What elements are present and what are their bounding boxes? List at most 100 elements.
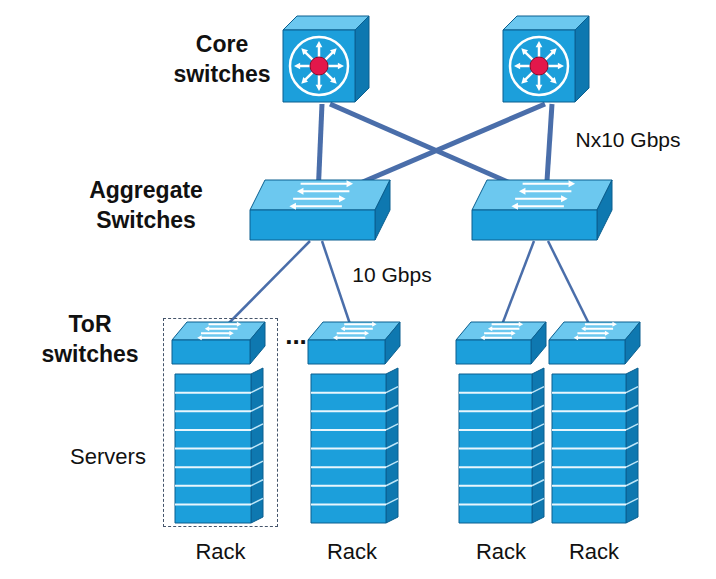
arrow-head [333,335,337,340]
router-ring [290,37,348,95]
rack-front [459,374,532,523]
icon-side [385,322,400,364]
arrow-shaft [336,337,365,339]
icon-front [503,30,575,102]
arrow-shaft [293,198,341,200]
arrow-head [301,48,308,55]
arrow-head [561,195,568,202]
core-switch-icon [503,16,589,102]
server-slot [552,410,626,412]
arrow-shaft [201,332,231,334]
icon-top [549,322,640,340]
server-slot-side [532,443,544,449]
rack-front [311,374,386,523]
server-slot-side [386,443,398,449]
access-link [500,241,534,330]
arrow-shaft [515,198,563,200]
arrow-head [514,63,520,70]
arrow-head [297,188,304,195]
arrow-shaft [209,323,239,325]
tier-label: ToR switches [30,310,150,370]
arrow-shaft [344,323,373,325]
server-slot [459,466,532,468]
server-slot [459,392,532,394]
rack-outline [163,318,278,527]
arrow-head [289,203,296,210]
ellipsis-mark: ... [285,319,307,353]
rack-node: Rack [545,318,643,565]
server-slot [311,410,386,412]
arrow-head [301,77,308,84]
access-link [322,241,352,330]
tor-switch-icon [308,322,400,364]
arrow-shaft [208,328,238,330]
access-link [222,241,310,330]
server-slot [459,410,532,412]
arrow-head [316,41,323,47]
server-slot [175,410,251,412]
server-slot-side [386,405,398,411]
arrow-head [581,326,585,331]
server-slot-side [626,424,638,430]
arrow-shaft [294,205,342,207]
router-core-dot [310,57,328,75]
arrow-head [316,85,323,91]
server-slot-side [626,498,638,504]
icon-front [172,340,250,364]
aggregate-switch-icon [472,180,612,240]
server-slot [459,503,532,505]
server-slot [311,429,386,431]
arrow-shaft [523,183,571,185]
icon-side [250,322,265,364]
rack-outline [545,318,643,527]
arrow-head [519,322,523,327]
arrow-head [372,322,376,327]
arrow-head [338,63,344,70]
icon-top [283,16,369,30]
arrow-head [519,188,526,195]
rack-label: Rack [163,539,278,565]
access-link [548,241,592,330]
arrow-head [612,322,616,327]
arrow-head [340,326,344,331]
server-slot-side [626,480,638,486]
rack-label: Rack [302,539,402,565]
arrow-shaft [584,328,613,330]
server-slot-side [532,498,544,504]
server-slot-side [386,498,398,504]
icon-front [308,340,385,364]
arrow-head [558,63,564,70]
arrow-head [574,335,578,340]
bandwidth-label: 10 Gbps [350,261,433,288]
arrow-head [205,326,209,331]
rack-front [552,374,626,523]
arrow-head [347,180,354,187]
icon-side [597,180,612,240]
router-ring [510,37,568,95]
server-slot [459,429,532,431]
server-slot-side [626,387,638,393]
rack-label: Rack [452,539,550,565]
arrow-head [521,77,528,84]
arrow-shaft [516,205,564,207]
server-slot-side [626,405,638,411]
server-slot-side [251,498,263,504]
icon-top [172,322,265,340]
server-slot-side [386,424,398,430]
server-slot-side [532,424,544,430]
server-slot-side [251,480,263,486]
tor-switch-icon [549,322,640,364]
server-slot-side [251,443,263,449]
rack-side [386,368,398,523]
icon-top [308,322,400,340]
server-slot [311,466,386,468]
rack-label: Rack [545,539,643,565]
arrow-head [294,63,300,70]
icon-side [531,322,546,364]
icon-front [456,340,531,364]
server-slot-side [386,480,398,486]
arrow-shaft [492,323,521,325]
arrow-shaft [585,323,614,325]
arrow-shaft [577,337,606,339]
